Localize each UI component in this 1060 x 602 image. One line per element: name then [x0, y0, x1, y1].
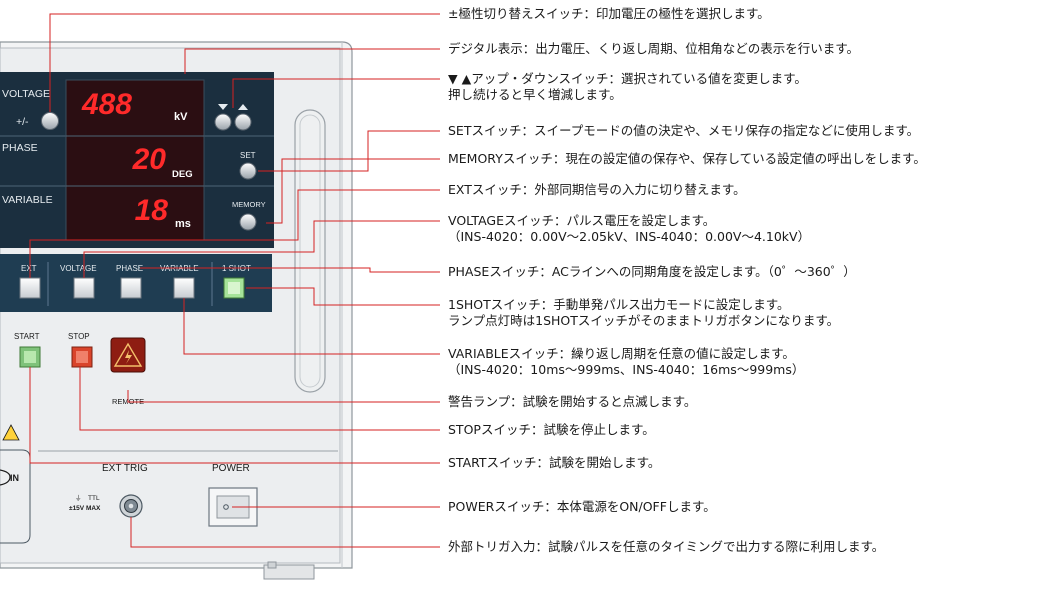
label-phase: PHASE — [2, 142, 38, 154]
callout-exttrig: 外部トリガ入力：試験パルスを任意のタイミングで出力する際に利用します。 — [448, 539, 885, 554]
callout-updown: ▼ ▲アップ・ダウンスイッチ：選択されている値を変更します。押し続けると早く増減… — [448, 71, 807, 102]
callout-ext: EXTスイッチ：外部同期信号の入力に切り替えます。 — [448, 182, 746, 197]
callout-polarity: ±極性切り替えスイッチ：印加電圧の極性を選択します。 — [448, 6, 770, 21]
callout-phase: PHASEスイッチ：ACラインへの同期角度を設定します。（0゜～360゜） — [448, 264, 856, 279]
lightning-icon — [125, 350, 132, 364]
label-ext: EXT — [21, 264, 37, 273]
led-display — [65, 79, 205, 241]
label-btn-phase: PHASE — [116, 264, 143, 273]
label-stop: STOP — [68, 332, 90, 341]
label-power: POWER — [212, 463, 250, 474]
down-button[interactable] — [214, 113, 232, 131]
memory-button[interactable] — [239, 213, 257, 231]
callout-warning: 警告ランプ：試験を開始すると点滅します。 — [448, 394, 697, 409]
svg-text:⏚: ⏚ — [75, 494, 82, 502]
variable-button[interactable] — [173, 277, 195, 299]
callout-variable: VARIABLEスイッチ：繰り返し周期を任意の値に設定します。（INS-4020… — [448, 346, 805, 377]
label-ttl: TTL — [88, 495, 100, 502]
voltage-unit: kV — [174, 111, 188, 123]
voltage-button[interactable] — [73, 277, 95, 299]
phase-readout: 20 — [132, 143, 167, 176]
callout-start: STARTスイッチ：試験を開始します。 — [448, 455, 661, 470]
variable-readout: 18 — [135, 194, 169, 227]
caution-icon — [2, 424, 20, 441]
ext-button[interactable] — [19, 277, 41, 299]
label-ttl-max: ±15V MAX — [69, 505, 101, 512]
callout-stop: STOPスイッチ：試験を停止します。 — [448, 422, 655, 437]
callout-voltage: VOLTAGEスイッチ：パルス電圧を設定します。（INS-4020：0.00V～… — [448, 213, 811, 244]
label-plus-minus: +/- — [16, 116, 29, 128]
callout-set: SETスイッチ：スイープモードの値の決定や、メモリ保存の指定などに使用します。 — [448, 123, 920, 138]
arrow-down-icon — [218, 104, 228, 110]
callout-memory: MEMORYスイッチ：現在の設定値の保存や、保存している設定値の呼出しをします。 — [448, 151, 926, 166]
polarity-switch[interactable] — [41, 112, 59, 130]
callout-oneshot: 1SHOTスイッチ：手動単発パルス出力モードに設定します。ランプ点灯時は1SHO… — [448, 297, 840, 328]
label-voltage: VOLTAGE — [2, 88, 50, 100]
phase-button[interactable] — [120, 277, 142, 299]
label-memory: MEMORY — [232, 200, 266, 209]
label-start: START — [14, 332, 40, 341]
variable-unit: ms — [175, 218, 191, 230]
voltage-readout: 488 — [81, 88, 132, 121]
callout-power: POWERスイッチ：本体電源をON/OFFします。 — [448, 499, 716, 514]
arrow-up-icon — [238, 104, 248, 110]
input-frame — [0, 449, 31, 544]
warning-triangle-icon — [113, 342, 143, 367]
label-ext-trig: EXT TRIG — [102, 463, 148, 474]
handle-slot — [294, 109, 326, 393]
label-btn-voltage: VOLTAGE — [60, 264, 97, 273]
callout-leaders — [29, 13, 440, 548]
up-button[interactable] — [234, 113, 252, 131]
label-in: IN — [10, 473, 19, 483]
label-set: SET — [240, 151, 256, 160]
callout-digital: デジタル表示：出力電圧、くり返し周期、位相角などの表示を行います。 — [448, 41, 860, 56]
phase-unit: DEG — [172, 169, 193, 180]
set-button[interactable] — [239, 162, 257, 180]
label-variable: VARIABLE — [2, 194, 53, 206]
